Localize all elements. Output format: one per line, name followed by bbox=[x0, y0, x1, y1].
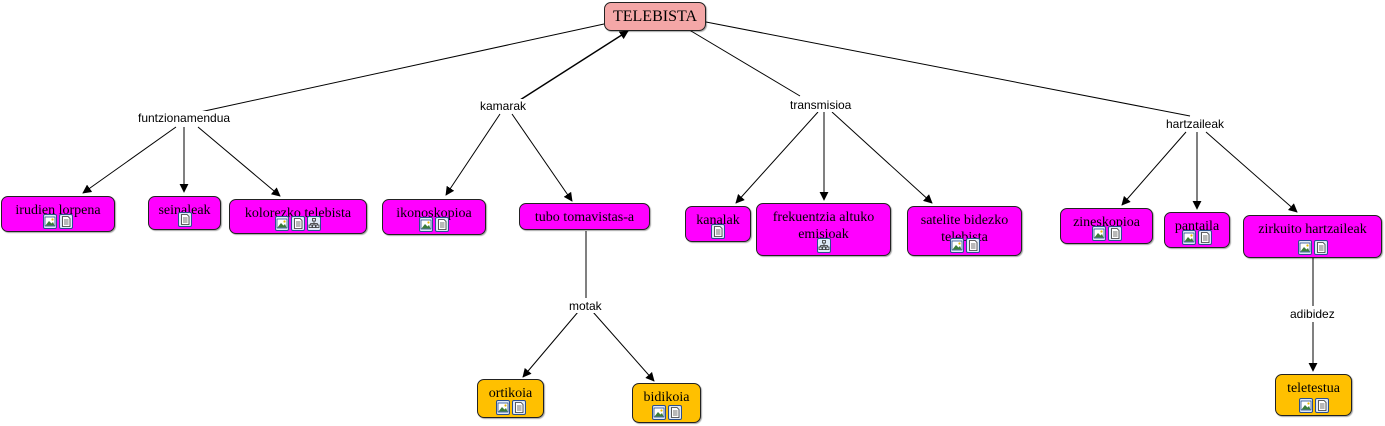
concept-seinaleak[interactable]: seinaleak bbox=[148, 196, 221, 230]
link-kamarak: kamarak bbox=[478, 99, 529, 113]
resource-icons bbox=[478, 400, 543, 415]
concept-teletestua[interactable]: teletestua bbox=[1275, 374, 1352, 416]
image-icon[interactable] bbox=[419, 217, 433, 232]
concept-label: irudien lorpena bbox=[15, 203, 101, 218]
image-icon[interactable] bbox=[495, 400, 510, 415]
image-icon[interactable] bbox=[43, 214, 57, 229]
image-icon[interactable] bbox=[651, 405, 666, 420]
concept-ortikoia[interactable]: ortikoia bbox=[477, 379, 544, 418]
image-icon[interactable] bbox=[1091, 226, 1106, 241]
concept-satelite-bidezko-telebista[interactable]: satelite bidezko telebista bbox=[907, 206, 1022, 256]
document-icon[interactable] bbox=[1198, 230, 1212, 245]
document-icon[interactable] bbox=[711, 224, 725, 239]
concept-label: bidikoia bbox=[643, 390, 690, 405]
concept-label: ikonoskopioa bbox=[396, 206, 472, 221]
concept-label: tubo tomavistas-a bbox=[534, 210, 635, 225]
edge-hartzaileak-zineskopioa bbox=[1121, 131, 1187, 206]
concept-zineskopioa[interactable]: zineskopioa bbox=[1060, 208, 1153, 244]
resource-icons bbox=[1165, 230, 1229, 245]
image-icon[interactable] bbox=[275, 216, 289, 231]
image-icon[interactable] bbox=[1182, 230, 1196, 245]
link-adibidez: adibidez bbox=[1288, 307, 1337, 321]
concept-label: kolorezko telebista bbox=[244, 206, 352, 221]
image-icon[interactable] bbox=[1297, 240, 1312, 255]
resource-icons bbox=[383, 217, 485, 232]
document-icon[interactable] bbox=[435, 217, 449, 232]
document-icon[interactable] bbox=[1314, 398, 1329, 413]
document-icon[interactable] bbox=[667, 405, 682, 420]
concept-irudien-lorpena[interactable]: irudien lorpena bbox=[1, 196, 115, 232]
concept-map-icon[interactable] bbox=[307, 216, 321, 231]
concept-pantaila[interactable]: pantaila bbox=[1164, 212, 1230, 248]
concept-label: zineskopioa bbox=[1073, 215, 1140, 230]
concept-kolorezko-telebista[interactable]: kolorezko telebista bbox=[229, 199, 367, 234]
resource-icons bbox=[1244, 240, 1381, 255]
link-hartzaileak: hartzaileak bbox=[1164, 117, 1227, 131]
edge-kamarak-ikonoskopioa bbox=[445, 113, 501, 196]
edge-transmisioa-kanalak bbox=[735, 111, 819, 204]
link-funtzionamendua: funtzionamendua bbox=[136, 111, 233, 125]
edge-root-hartzaileak bbox=[705, 21, 1191, 117]
document-icon[interactable] bbox=[291, 216, 305, 231]
resource-icons bbox=[1061, 226, 1152, 241]
concept-frekuentzia-altuko-emisioak[interactable]: frekuentzia altuko emisioak bbox=[756, 203, 891, 256]
edge-funtzionamendua-irudien bbox=[82, 126, 177, 194]
edge-root-transmisioa bbox=[685, 27, 801, 97]
image-icon[interactable] bbox=[1298, 398, 1313, 413]
document-icon[interactable] bbox=[1107, 226, 1122, 241]
root-label: TELEBISTA bbox=[612, 8, 698, 25]
concept-map-icon[interactable] bbox=[816, 238, 831, 253]
document-icon[interactable] bbox=[511, 400, 526, 415]
concept-label: teletestua bbox=[1287, 381, 1340, 396]
concept-tubo-tomavistas[interactable]: tubo tomavistas-a bbox=[519, 203, 650, 230]
image-icon[interactable] bbox=[949, 238, 964, 253]
edge-motak-ortikoia bbox=[522, 311, 579, 378]
concept-label: frekuentzia altuko emisioak bbox=[772, 210, 875, 242]
edge-funtzionamendua-kolorezko bbox=[197, 126, 281, 197]
resource-icons bbox=[633, 405, 700, 420]
resource-icons bbox=[908, 238, 1021, 253]
concept-zirkuito-hartzaileak[interactable]: zirkuito hartzaileak bbox=[1243, 215, 1382, 258]
concept-label: seinaleak bbox=[158, 203, 211, 218]
document-icon[interactable] bbox=[59, 214, 73, 229]
link-transmisioa: transmisioa bbox=[788, 98, 854, 112]
edge-hartzaileak-zirkuito bbox=[1205, 131, 1298, 213]
root-concept-telebista[interactable]: TELEBISTA bbox=[604, 2, 706, 31]
resource-icons bbox=[757, 238, 890, 253]
document-icon[interactable] bbox=[177, 212, 192, 227]
concept-label: ortikoia bbox=[488, 386, 533, 401]
resource-icons bbox=[686, 224, 750, 239]
concept-label: zirkuito hartzaileak bbox=[1258, 222, 1367, 237]
concept-kanalak[interactable]: kanalak bbox=[685, 206, 751, 242]
edge-kamarak-tubo bbox=[511, 113, 573, 202]
document-icon[interactable] bbox=[965, 238, 980, 253]
document-icon[interactable] bbox=[1313, 240, 1328, 255]
concept-label: kanalak bbox=[696, 213, 740, 228]
edge-kamarak-root bbox=[519, 30, 629, 101]
link-motak: motak bbox=[567, 299, 604, 313]
edge-transmisioa-satelite bbox=[831, 111, 933, 204]
edge-motak-bidikoia bbox=[592, 311, 655, 382]
resource-icons bbox=[149, 212, 220, 227]
resource-icons bbox=[230, 216, 366, 231]
concept-ikonoskopioa[interactable]: ikonoskopioa bbox=[382, 199, 486, 235]
concept-bidikoia[interactable]: bidikoia bbox=[632, 383, 701, 423]
resource-icons bbox=[2, 214, 114, 229]
edge-root-funtzionamendua bbox=[199, 23, 605, 113]
resource-icons bbox=[1276, 398, 1351, 413]
